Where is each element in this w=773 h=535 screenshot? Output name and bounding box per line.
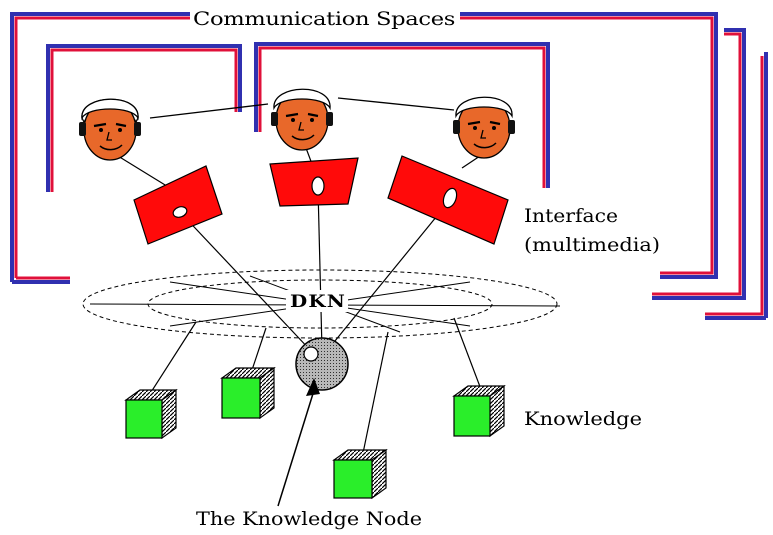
knowledge-node-arrow — [277, 378, 320, 507]
interface-screen-right — [387, 155, 509, 245]
dkn-label-backdrop — [286, 290, 348, 312]
interface-screen-left — [133, 165, 223, 245]
knowledge-cube-1 — [124, 388, 178, 440]
interface-screen-middle — [269, 157, 359, 207]
person-icon-right — [453, 96, 515, 159]
person-frame-right — [254, 42, 550, 188]
communication-space-frame-back — [705, 52, 768, 320]
knowledge-label: Knowledge — [524, 408, 642, 430]
interface-label: Interface — [524, 205, 618, 227]
knowledge-cube-3 — [452, 384, 506, 438]
dkn-label: DKN — [290, 292, 346, 312]
knowledge-cube-4 — [332, 448, 388, 500]
title-backdrop — [190, 2, 460, 32]
person-frame-left — [46, 44, 242, 192]
communication-spaces-label: Communication Spaces — [193, 8, 455, 30]
person-icon-left — [79, 98, 141, 161]
knowledge-node-label: The Knowledge Node — [196, 508, 422, 530]
interface-sublabel: (multimedia) — [524, 234, 660, 256]
person-connection-lines — [149, 97, 455, 119]
knowledge-node — [295, 337, 349, 391]
knowledge-cube-2 — [220, 366, 276, 420]
person-icon-middle — [271, 88, 333, 151]
communication-space-frame-main — [10, 12, 718, 284]
communication-space-frame-middle — [652, 28, 746, 300]
cube-to-ring-lines — [145, 317, 483, 459]
screen-to-node-lines — [179, 187, 451, 353]
